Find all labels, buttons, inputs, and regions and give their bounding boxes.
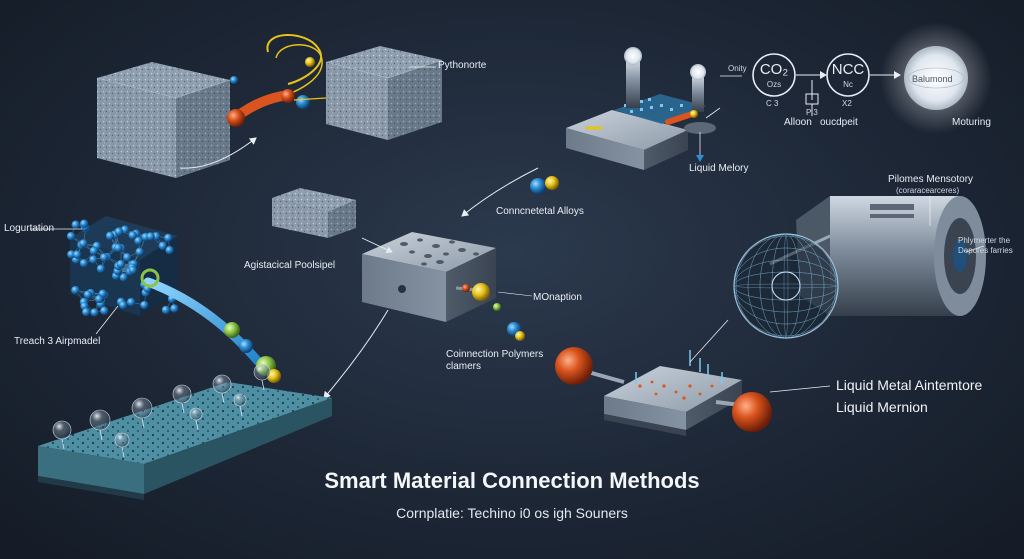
label-x2: X2 [842, 99, 852, 108]
connector-arrow [361, 237, 393, 253]
connector-arrow [179, 137, 257, 169]
porous-cube-icon [96, 62, 231, 178]
label-logurtation: Logurtation [4, 223, 55, 234]
porous-cube-icon [272, 188, 356, 238]
label-phlymerter-2: Depores farries [958, 246, 1013, 255]
label-liquid-mernion: Liquid Mernion [836, 399, 928, 415]
label-co2: CO₂ [759, 61, 789, 78]
page-subtitle: Cornplatie: Techino i0 os igh Souners [396, 505, 628, 521]
label-phlymerter-1: Phlymerter the [958, 236, 1011, 245]
disc-icon [880, 22, 992, 134]
label-pythonorte: Pythonorte [438, 60, 487, 71]
label-moturing: Moturing [952, 117, 991, 128]
connector-plate-icon [555, 347, 772, 436]
callout-line [965, 245, 985, 253]
label-liquid-melory: Liquid Melory [689, 163, 749, 174]
label-connection-polymers-2: clamers [446, 361, 482, 372]
liquid-metal-drop-icon [227, 34, 327, 127]
connector-arrow [323, 309, 389, 399]
down-arrow-icon [696, 155, 704, 162]
label-connection-polymers-1: Coinnection Polymers [446, 349, 544, 360]
connector-block-icon [362, 232, 496, 322]
callout-line [689, 319, 729, 363]
label-c3: C 3 [766, 99, 779, 108]
label-nco-sub: Nc [843, 80, 853, 89]
valve-rig-icon [566, 47, 716, 170]
membrane-slab-icon [38, 363, 332, 500]
label-p3: P 3 [806, 108, 818, 117]
label-oucdpeit: oucdpeit [820, 117, 858, 128]
page-title: Smart Material Connection Methods [324, 468, 700, 493]
callout-line [769, 385, 831, 393]
label-alloon: Alloon [784, 117, 812, 128]
callout-line [497, 291, 533, 297]
hydrogel-lattice-icon [66, 216, 267, 371]
label-pilomes-1: Pilomes Mensotory [888, 174, 974, 185]
label-onity: Onity [728, 64, 747, 73]
porous-cube-icon [325, 46, 443, 140]
callout-line [95, 305, 119, 335]
label-treach: Treach 3 Airpmadel [14, 336, 101, 347]
label-monaption: MOnaption [533, 292, 582, 303]
label-liquid-metal: Liquid Metal Aintemtore [836, 377, 983, 393]
label-nco: NCC [831, 61, 865, 78]
label-co2-sub: Ozs [766, 80, 782, 89]
callout-line [705, 107, 721, 119]
label-connectetal-alloys: Conncnetetal Alloys [496, 206, 584, 217]
machine-cylinder-icon [733, 196, 986, 339]
label-pilomes-2: (coraracearceres) [896, 186, 960, 195]
connector-arrow [461, 167, 539, 217]
sphere-connector-icon [455, 176, 559, 341]
label-agistacical: Agistacical Poolsipel [244, 260, 336, 271]
label-balumond: Balumond [912, 74, 953, 84]
